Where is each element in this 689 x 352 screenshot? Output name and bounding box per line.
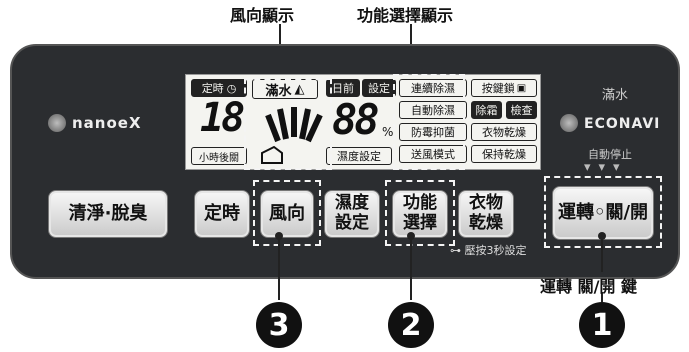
full-water-status: 滿水 (602, 88, 629, 103)
power-button-leader-lower (601, 292, 603, 302)
key-lock-label: 按鍵鎖 (481, 82, 515, 95)
defrost-indicator: 除霜 (471, 101, 502, 119)
mode-auto: 自動除濕 (399, 101, 467, 119)
wind-button-pointer (275, 232, 283, 240)
function-display-callout: 功能選擇顯示 (357, 6, 454, 25)
percent-sign: % (382, 125, 394, 139)
clean-deodorize-button[interactable]: 清淨·脫臭 (48, 190, 168, 238)
function-button-highlight (385, 180, 455, 246)
wind-display-callout: 風向顯示 (230, 6, 295, 25)
wind-button-leader (278, 238, 280, 300)
indicator-lights-icon: ▾▾▾ (584, 160, 628, 175)
function-button-leader (410, 238, 412, 300)
econavi-indicator-icon (560, 114, 578, 132)
water-tank-icon: ◭ (294, 81, 305, 97)
day-indicator: 日前 (326, 79, 360, 97)
nanoe-logo: nanoeX (72, 114, 142, 132)
mode-continuous: 連續除濕 (399, 79, 467, 97)
timer-digits: 18 (200, 95, 245, 141)
key-icon: ⊶ (450, 244, 461, 257)
wind-display-highlight (244, 78, 332, 170)
timer-label: 定時 (201, 82, 224, 95)
nanoe-indicator-icon (48, 114, 66, 132)
humidity-setting-indicator: 濕度設定 (326, 147, 392, 165)
humidity-digits: 88 (332, 95, 380, 144)
full-water-label: 滿水 (265, 83, 292, 99)
wind-button-highlight (253, 180, 321, 246)
mode-mold: 防霉抑菌 (399, 123, 467, 141)
key-lock-indicator: 按鍵鎖 ▣ (471, 79, 537, 97)
econavi-logo: ECONAVI (584, 116, 661, 132)
power-button-leader-upper (601, 238, 603, 272)
power-button-pointer (598, 232, 606, 240)
control-panel: nanoeX 定時 ◷ 18 小時後關 滿水 ◭ 日前 設定 88 (10, 44, 680, 279)
mode-fan: 送風模式 (399, 145, 467, 163)
check-indicator: 檢查 (506, 101, 537, 119)
padlock-icon: ▣ (516, 82, 527, 94)
timer-unit: 小時後關 (191, 147, 247, 165)
marker-2: 2 (388, 302, 434, 348)
wind-direction-indicator-icon (261, 107, 323, 164)
humidity-setting-button[interactable]: 濕度 設定 (324, 190, 380, 238)
function-button-pointer (407, 232, 415, 240)
clock-icon: ◷ (226, 81, 237, 95)
function-display-highlight (393, 74, 465, 170)
timer-indicator: 定時 ◷ (191, 79, 247, 97)
power-button-highlight (544, 176, 662, 248)
laundry-dry-button[interactable]: 衣物 乾燥 (458, 190, 514, 238)
keep-dry-indicator: 保持乾燥 (471, 145, 537, 163)
wind-direction-button[interactable]: 風向 (260, 190, 314, 238)
laundry-dry-indicator: 衣物乾燥 (471, 123, 537, 141)
power-button[interactable]: 運轉◦關/開 (552, 186, 654, 240)
lcd-display: 定時 ◷ 18 小時後關 滿水 ◭ 日前 設定 88 % 濕度設定 連續除濕 (185, 74, 541, 170)
power-key-callout: 運轉 關/開 鍵 (540, 277, 637, 296)
function-select-button[interactable]: 功能 選擇 (392, 190, 448, 238)
lock-hint-text: 壓按3秒設定 (464, 244, 527, 257)
marker-3: 3 (256, 302, 302, 348)
full-water-indicator: 滿水 ◭ (252, 79, 318, 99)
timer-button[interactable]: 定時 (194, 190, 250, 238)
setting-indicator: 設定 (362, 79, 396, 97)
marker-1: 1 (579, 302, 625, 348)
auto-stop-status: 自動停止 (588, 148, 632, 161)
lock-hint: ⊶ 壓按3秒設定 (450, 242, 527, 258)
function-display-leader (410, 24, 412, 52)
